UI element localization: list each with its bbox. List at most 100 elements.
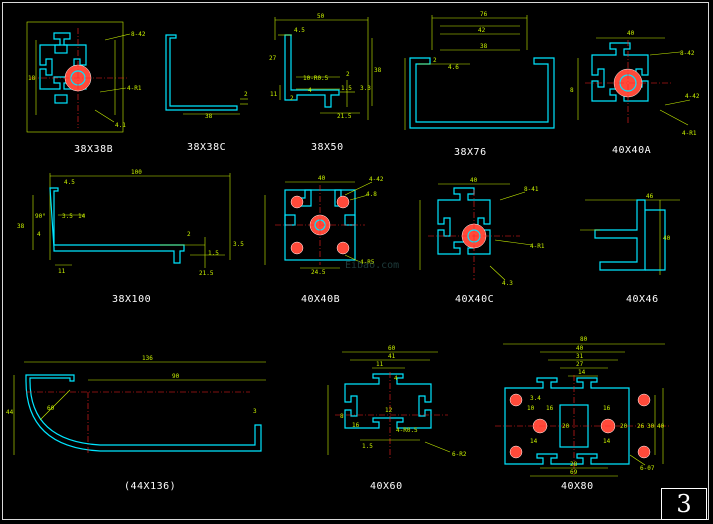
dim-text: 8 xyxy=(340,413,344,420)
dim-text: 14 xyxy=(578,369,586,376)
dim-text: 136 xyxy=(142,355,153,362)
dim-text: 4.1 xyxy=(115,122,126,129)
dim-text: 90 xyxy=(172,373,180,380)
dim-text: 24.5 xyxy=(311,269,326,276)
dim-text: 2 xyxy=(187,231,191,238)
dim-text: 3.4 xyxy=(530,395,541,402)
dim-text: 11 xyxy=(58,268,66,275)
dim-text: 21.5 xyxy=(199,270,214,277)
dim-text: 14 xyxy=(603,438,611,445)
dim-text: 18 xyxy=(28,75,36,82)
dim-text: 20 xyxy=(620,423,628,430)
dim-text: 1.5 xyxy=(341,85,352,92)
profile-40x46[interactable] xyxy=(580,199,680,275)
caption-40x40a: 40X40A xyxy=(612,145,652,156)
caption-40x40c: 40X40C xyxy=(455,294,495,305)
dim-text: 10-R0.5 xyxy=(303,75,329,82)
dim-text: 100 xyxy=(131,169,142,176)
dim-text: 11 xyxy=(376,361,384,368)
dim-text: 28 xyxy=(570,461,578,468)
dim-text: 4-R0.5 xyxy=(396,427,418,434)
dim-text: 11 xyxy=(270,91,278,98)
dim-text: 4-42 xyxy=(685,93,700,100)
dim-text: 40 xyxy=(318,175,326,182)
profile-38x38b[interactable] xyxy=(26,21,131,133)
profile-40x40b[interactable] xyxy=(264,181,373,269)
dim-text: 40 xyxy=(657,423,665,430)
caption-38x38c: 38X38C xyxy=(187,142,227,153)
dim-text: 42 xyxy=(478,27,486,34)
dim-text: 27 xyxy=(269,55,277,62)
dim-text: 1.5 xyxy=(362,443,373,450)
dim-text: 14 xyxy=(530,438,538,445)
dim-text: 6-07 xyxy=(640,465,655,472)
profile-38x76[interactable] xyxy=(404,15,555,130)
caption-40x40b: 40X40B xyxy=(301,294,341,305)
profile-40x60[interactable] xyxy=(327,351,451,460)
caption-40x46: 40X46 xyxy=(626,294,659,305)
dim-text: 16 xyxy=(546,405,554,412)
dim-text: 38 xyxy=(17,223,25,230)
dim-text: 46 xyxy=(646,193,654,200)
dim-text: 2 xyxy=(290,95,294,102)
dim-text: 4.5 xyxy=(64,179,75,186)
profile-38x50[interactable] xyxy=(274,17,373,120)
dim-text: 4-R1 xyxy=(682,130,697,137)
dim-text: 50 xyxy=(317,13,325,20)
dim-text: 4-42 xyxy=(369,176,384,183)
profile-40x80[interactable] xyxy=(495,343,670,477)
dim-text: 2 xyxy=(346,71,350,78)
dim-text: 90° xyxy=(35,213,46,220)
dim-text: 44 xyxy=(6,409,14,416)
watermark-text: Eibao.com xyxy=(345,260,399,271)
dim-text: 4-R1 xyxy=(530,243,545,250)
dim-text: 4 xyxy=(308,87,312,94)
dim-text: 3.3 xyxy=(360,85,371,92)
dim-text: 12 xyxy=(385,407,393,414)
dim-text: 14 xyxy=(78,213,86,220)
dim-text: 10 xyxy=(527,405,535,412)
dim-text: 16 xyxy=(352,422,360,429)
caption-40x60: 40X60 xyxy=(370,481,403,492)
dim-text: 60 xyxy=(388,345,396,352)
profile-40x40a[interactable] xyxy=(577,37,691,126)
dim-text: 4-R1 xyxy=(127,85,142,92)
dim-text: 2 xyxy=(244,91,248,98)
dim-text: 2 xyxy=(433,57,437,64)
caption-44x136: (44X136) xyxy=(124,481,177,492)
caption-38x50: 38X50 xyxy=(311,142,344,153)
dim-text: 1.5 xyxy=(208,250,219,257)
dim-text: 4 xyxy=(394,375,398,382)
dim-text: 40 xyxy=(663,235,671,242)
dim-text: 3.5 xyxy=(62,213,73,220)
dim-text: 4 xyxy=(37,231,41,238)
dim-text: 69 xyxy=(570,469,578,476)
dim-text: 8 xyxy=(570,87,574,94)
dim-text: 41 xyxy=(388,353,396,360)
dim-text: 8-42 xyxy=(131,31,146,38)
caption-38x38b: 38X38B xyxy=(74,144,114,155)
dim-text: 20 xyxy=(562,423,570,430)
caption-38x100: 38X100 xyxy=(112,294,152,305)
profile-40x40c[interactable] xyxy=(419,183,533,281)
profile-38x100[interactable] xyxy=(32,173,231,268)
dim-text: 8-41 xyxy=(524,186,539,193)
dim-text: 4.3 xyxy=(502,280,513,287)
dim-text: 3.5 xyxy=(233,241,244,248)
profile-38x38c[interactable] xyxy=(165,34,248,115)
profile-44x136[interactable] xyxy=(13,361,266,455)
dim-text: 21.5 xyxy=(337,113,352,120)
dim-text: 4.5 xyxy=(294,27,305,34)
caption-40x80: 40X80 xyxy=(561,481,594,492)
dim-text: 30 xyxy=(647,423,655,430)
dim-text: 40 xyxy=(627,30,635,37)
dim-text: 38 xyxy=(374,67,382,74)
dim-text: 40 xyxy=(576,345,584,352)
dim-text: 26 xyxy=(637,423,645,430)
dim-text: 4.8 xyxy=(366,191,377,198)
dim-text: 27 xyxy=(576,361,584,368)
dim-text: 38 xyxy=(205,113,213,120)
dim-text: 40 xyxy=(470,177,478,184)
